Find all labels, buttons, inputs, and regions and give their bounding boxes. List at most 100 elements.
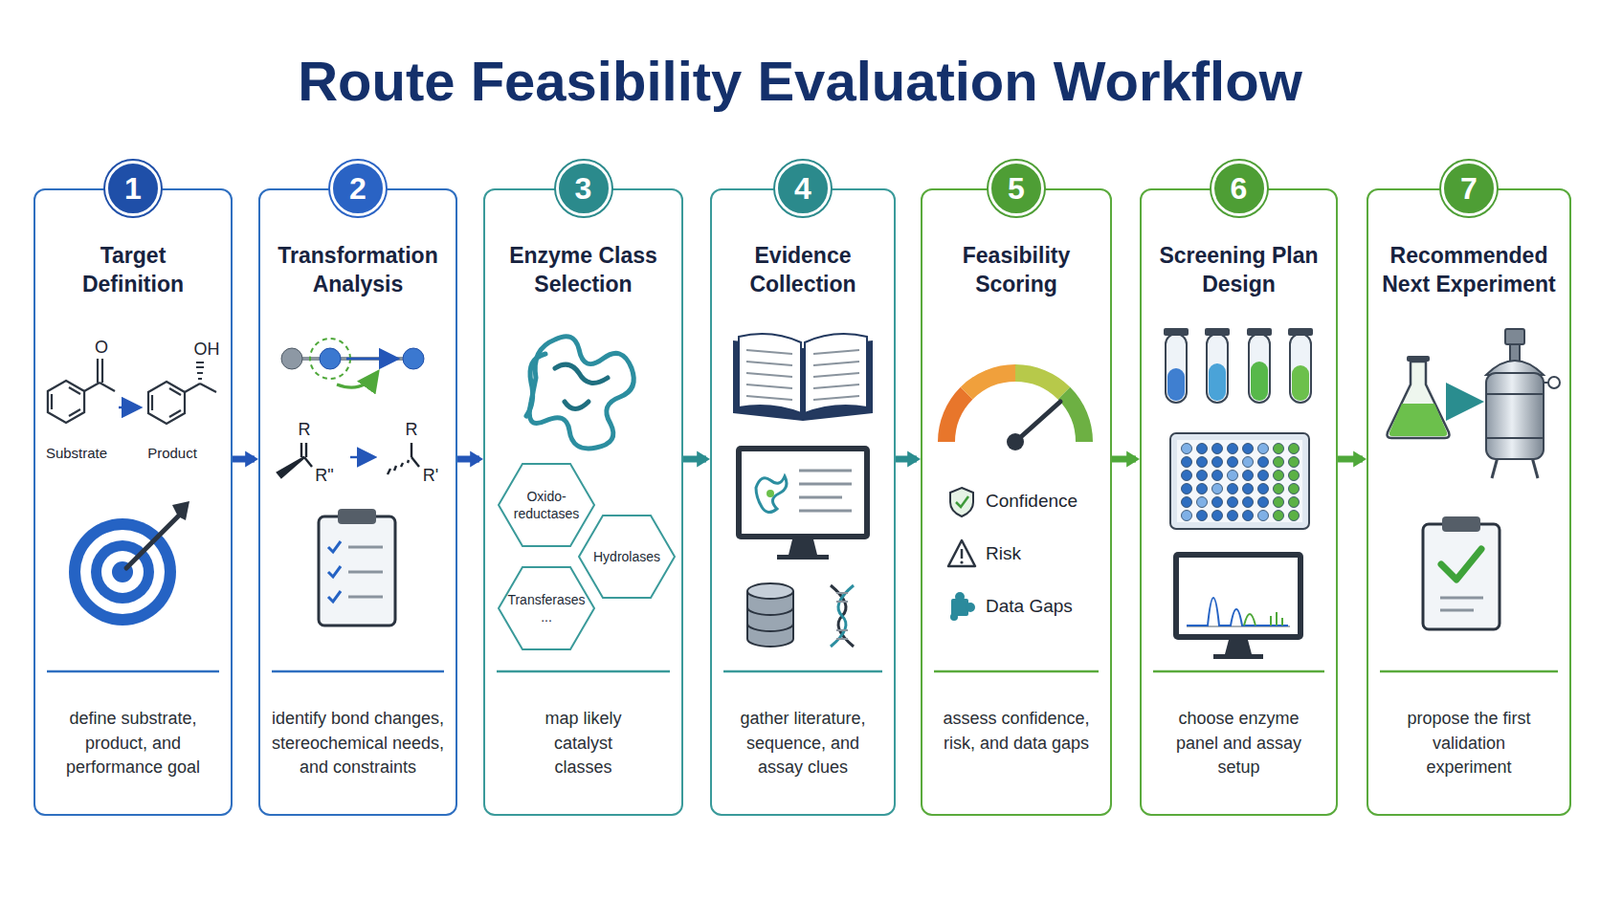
chromatogram-monitor-part [1173,552,1304,641]
step-number: 2 [349,173,367,204]
monitor-icon-part [788,539,818,556]
separator-lines-part [46,670,220,674]
description-holder: propose the first validation experiment [1368,707,1570,781]
scale-up-arrow [1454,400,1477,404]
puzzle-icon-part [965,602,976,613]
well-plate-part [1181,484,1193,495]
well-plate-part [1227,484,1239,495]
protein-structure-part [526,354,546,417]
well-plate-part [1212,511,1223,522]
gauge-icon-part [1015,373,1065,394]
flow-arrow [1336,456,1363,464]
database-icon [747,583,794,647]
product-molecule-part [151,395,154,411]
protein-structure-part [564,401,589,410]
reactor-icon-part [1548,377,1560,389]
step-panel: Recommended Next Experimentpropose the f… [1366,188,1572,817]
reactor-icon-part [1505,329,1525,345]
stereo-structures [277,443,420,478]
checklist-clipboard-part [328,541,341,602]
chromatogram-monitor-part [1186,598,1289,626]
step-description: assess confidence, risk, and data gaps [934,707,1098,756]
well-plate-part [1273,511,1285,522]
enzyme-class-name: Oxido- reductases [506,488,587,523]
well-plate-part [1258,457,1269,468]
test-tubes-part [1291,365,1310,401]
chromatogram-monitor-part [1178,557,1298,635]
gauge-icon-part [1015,401,1061,443]
shield-icon-part [950,488,974,517]
well-plate-part [1181,470,1193,482]
label-anchor: Data Gaps [985,597,1073,618]
well-plate-part [1243,444,1254,455]
chemical-label: OH [194,339,221,359]
well-plate-part [1212,444,1223,455]
well-plate-part [1227,497,1239,509]
product-molecule [148,362,217,424]
monitor-icon-part [735,445,870,540]
separator-lines-part [1153,670,1325,674]
step-description: choose enzyme panel and assay setup [1167,707,1312,781]
scoring-criterion: Risk [985,543,1022,564]
well-plate-part [1288,511,1300,522]
validation-clipboard-part [1440,598,1484,611]
well-plate-part [1181,497,1193,509]
enzyme-class-name: Hydrolases [593,548,661,566]
test-tubes-part [1208,363,1226,401]
validation-clipboard-part [1422,524,1500,630]
well-plate-part [1258,511,1269,522]
well-plate [1170,433,1310,530]
step-number: 5 [1007,173,1025,204]
checklist-clipboard-part [318,516,396,626]
well-plate-part [1288,444,1300,455]
step-number-circle: 7 [1441,160,1497,217]
dna-icon [830,585,854,647]
step-number-circle: 3 [555,160,612,217]
well-plate-part [1273,470,1285,482]
product-molecule-part [196,362,204,379]
reactor-icon [1486,329,1560,479]
database-icon-part [747,583,794,600]
well-plate-part [1288,484,1300,495]
well-plate-part [1288,457,1300,468]
well-plate-part [1243,511,1254,522]
flow-arrow [1111,456,1136,464]
well-plate-part [1227,457,1239,468]
substrate-molecule-part [84,382,100,392]
flask-icon [1387,355,1450,439]
well-plate-part [1273,444,1285,455]
target-icon-part [126,516,178,569]
validation-clipboard-part [1441,549,1482,580]
reactor-icon-part [1486,373,1544,460]
enzyme-class-name: Transferases ... [506,591,587,626]
step-number: 6 [1230,173,1248,204]
well-plate-part [1197,457,1208,468]
bond-change-molecule-part [281,348,303,370]
step-heading: Screening Plan Design [1148,242,1331,300]
test-tubes-part [1165,333,1187,403]
step-panel: Evidence Collectiongather literature, se… [710,188,896,817]
separator-lines-part [271,670,445,674]
well-plate-part [1288,470,1300,482]
label-anchor: OH [194,340,221,360]
separator-lines-part [496,670,670,674]
checklist-clipboard-part [348,547,383,598]
well-plate-part [1212,470,1223,482]
step-description: identify bond changes, stereochemical ne… [264,707,452,781]
warning-icon-part [959,560,963,564]
hexagon-shape [498,567,595,650]
enzyme-class-hexagon: Hydrolases [577,513,677,600]
step-description: propose the first validation experiment [1397,707,1541,781]
well-plate-part [1197,484,1208,495]
chromatogram-monitor-part [1270,612,1283,626]
well-plate-part [1288,497,1300,509]
checklist-clipboard-part [337,509,377,525]
separator-lines-part [933,670,1099,674]
scoring-criterion: Confidence [985,490,1078,512]
checklist-clipboard [318,509,396,626]
validation-clipboard [1422,516,1500,630]
step-description: define substrate, product, and performan… [51,707,215,781]
well-plate-part [1227,444,1239,455]
label-anchor: Product [147,444,198,463]
monitor-icon-part [755,476,787,513]
